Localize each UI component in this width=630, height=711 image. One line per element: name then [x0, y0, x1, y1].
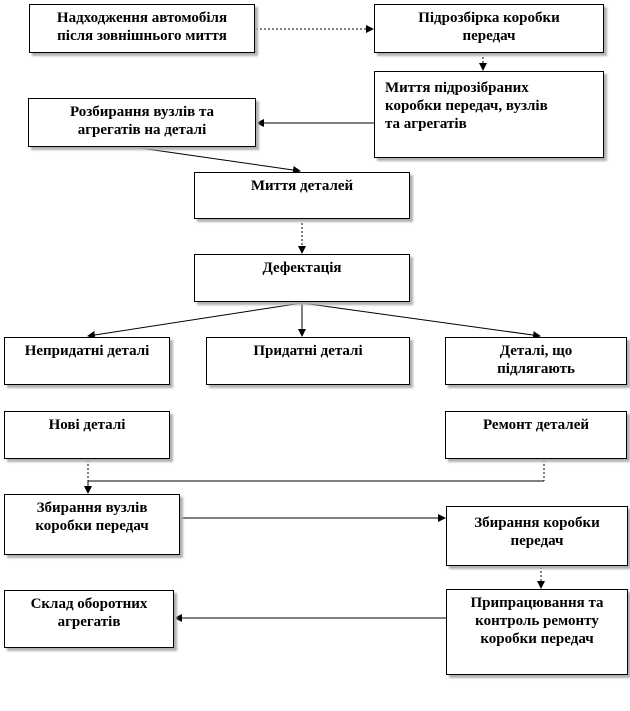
node-washing-assemblies: Миття підрозібраних коробки передач, вуз… — [374, 71, 604, 158]
node-unit-assembly-label: Збирання вузлів коробки передач — [35, 500, 149, 534]
node-parts-repair: Ремонт деталей — [445, 411, 627, 459]
arrow-disassembly-to-washing-parts — [139, 147, 301, 174]
arrow-defect-to-unusable — [87, 302, 303, 339]
node-disassembly-units: Розбирання вузлів та агрегатів на деталі — [28, 98, 256, 147]
node-washing-parts-label: Миття деталей — [250, 178, 354, 194]
node-new-parts: Нові деталі — [4, 411, 170, 459]
node-circulating-stock-label: Склад оборотних агрегатів — [30, 596, 148, 630]
node-circulating-stock: Склад оборотних агрегатів — [4, 590, 174, 648]
node-gearbox-assembly-label: Збирання коробки передач — [474, 515, 600, 549]
node-partial-disassembly: Підрозбірка коробки передач — [374, 4, 604, 53]
node-unusable-parts: Непридатні деталі — [4, 337, 170, 385]
node-parts-repair-label: Ремонт деталей — [482, 417, 590, 433]
node-repairable-parts-label: Деталі, що підлягають — [497, 343, 575, 377]
node-arrival-label: Надходження автомобіля після зовнішнього… — [56, 10, 228, 44]
node-defect-detection-label: Дефектація — [262, 260, 342, 276]
node-unusable-parts-label: Непридатні деталі — [24, 343, 150, 359]
node-arrival: Надходження автомобіля після зовнішнього… — [29, 4, 255, 53]
node-unit-assembly: Збирання вузлів коробки передач — [4, 494, 180, 555]
node-washing-assemblies-label: Миття підрозібраних коробки передач, вуз… — [385, 80, 548, 132]
node-usable-parts: Придатні деталі — [206, 337, 410, 385]
arrow-defect-to-repairable — [301, 302, 541, 340]
node-running-in-label: Припрацювання та контроль ремонту коробк… — [470, 595, 604, 647]
node-new-parts-label: Нові деталі — [48, 417, 126, 433]
node-washing-parts: Миття деталей — [194, 172, 410, 219]
node-running-in: Припрацювання та контроль ремонту коробк… — [446, 589, 628, 675]
node-usable-parts-label: Придатні деталі — [253, 343, 363, 359]
node-disassembly-units-label: Розбирання вузлів та агрегатів на деталі — [69, 104, 215, 138]
node-partial-disassembly-label: Підрозбірка коробки передач — [418, 10, 560, 44]
node-repairable-parts: Деталі, що підлягають — [445, 337, 627, 385]
node-gearbox-assembly: Збирання коробки передач — [446, 506, 628, 566]
node-defect-detection: Дефектація — [194, 254, 410, 302]
